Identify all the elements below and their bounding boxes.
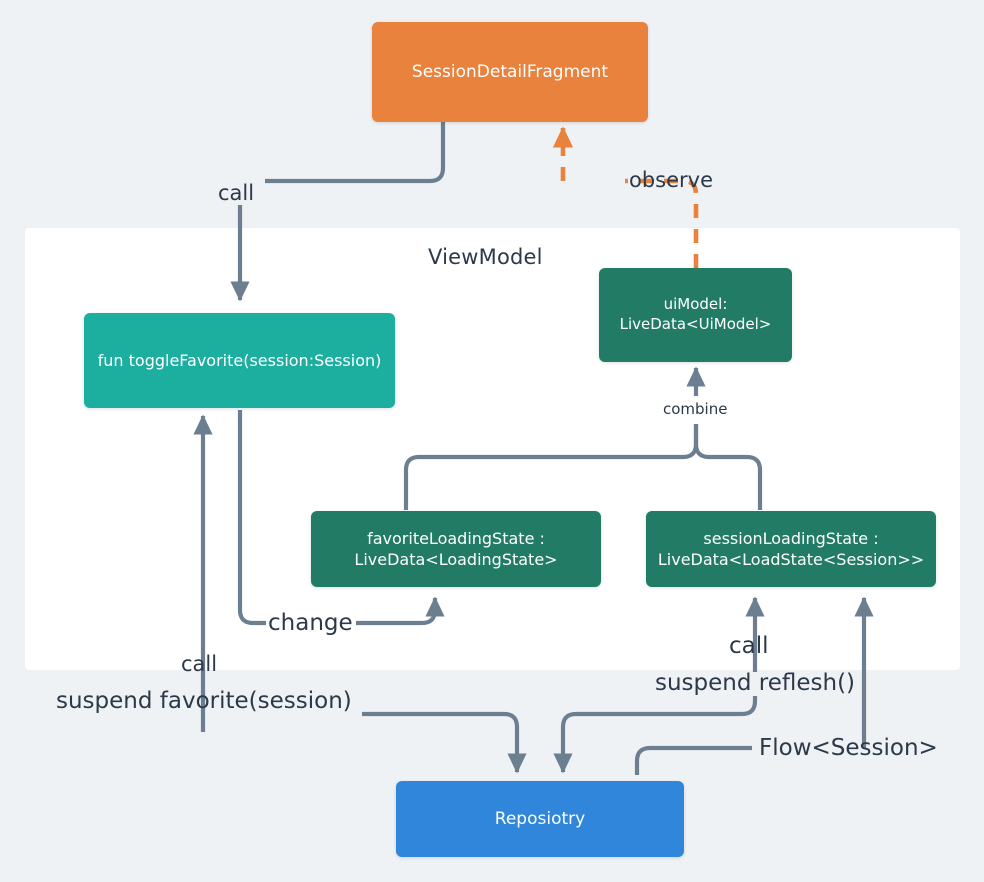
edge-label-suspend-favorite: suspend favorite(session) (56, 688, 352, 714)
node-favorite-loading-state[interactable]: favoriteLoadingState : LiveData<LoadingS… (311, 511, 601, 587)
node-favorite-loading-state-label: favoriteLoadingState : LiveData<LoadingS… (354, 528, 558, 569)
edge-flow-session-horizontal (634, 745, 752, 775)
viewmodel-panel (25, 228, 960, 670)
node-ui-model-label: uiModel: LiveData<UiModel> (619, 295, 772, 333)
node-session-detail-fragment[interactable]: SessionDetailFragment (372, 22, 648, 122)
node-session-loading-state[interactable]: sessionLoadingState : LiveData<LoadState… (646, 511, 936, 587)
edge-label-call-repo-session: call (729, 633, 769, 659)
viewmodel-panel-title: ViewModel (428, 245, 543, 269)
edge-call-fragment-toggle-top (265, 122, 446, 184)
edge-label-observe: observe (629, 168, 714, 192)
node-toggle-favorite-label: fun toggleFavorite(session:Session) (97, 350, 382, 370)
node-ui-model[interactable]: uiModel: LiveData<UiModel> (599, 268, 792, 362)
edge-label-call-fragment: call (218, 181, 255, 205)
node-repository[interactable]: Reposiotry (396, 781, 684, 857)
edge-label-suspend-reflesh: suspend reflesh() (655, 670, 856, 696)
node-session-loading-state-label: sessionLoadingState : LiveData<LoadState… (657, 528, 925, 569)
edge-label-combine: combine (663, 400, 728, 418)
edge-suspend-reflesh (553, 696, 758, 774)
node-session-detail-fragment-label: SessionDetailFragment (411, 61, 609, 82)
edge-label-change: change (268, 610, 353, 636)
node-repository-label: Reposiotry (494, 808, 586, 829)
edge-label-flow-session: Flow<Session> (759, 735, 938, 761)
node-toggle-favorite[interactable]: fun toggleFavorite(session:Session) (84, 313, 395, 408)
edge-suspend-favorite (362, 711, 527, 774)
edge-label-call-repo-toggle: call (181, 652, 218, 676)
